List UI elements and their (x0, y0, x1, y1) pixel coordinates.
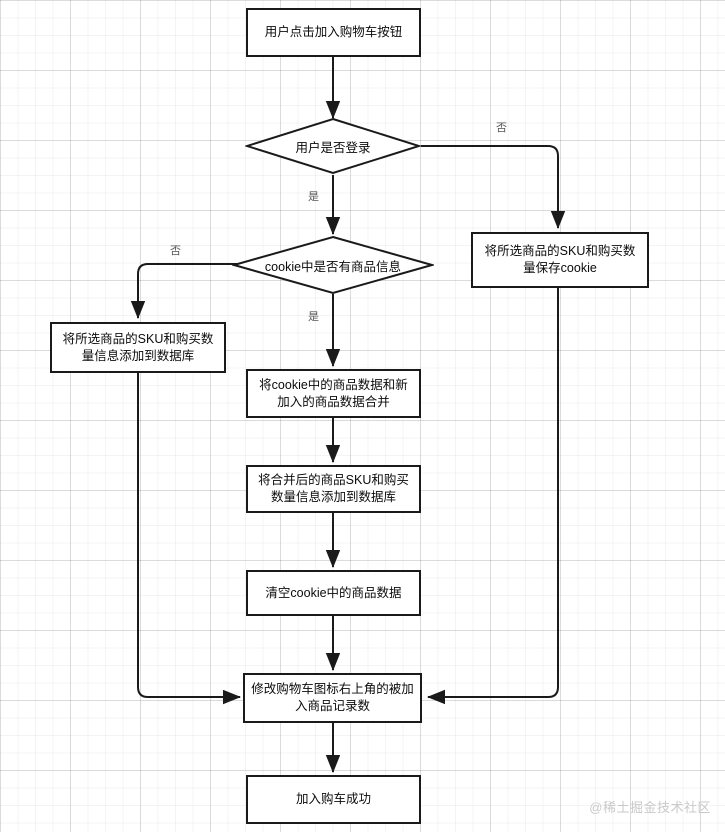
node-success[interactable]: 加入购车成功 (246, 775, 421, 824)
node-merge[interactable]: 将cookie中的商品数据和新加入的商品数据合并 (246, 369, 421, 418)
node-start-label: 用户点击加入购物车按钮 (264, 25, 403, 40)
edge-has-cookie-no-to-add-db (130, 263, 245, 319)
node-update-badge[interactable]: 修改购物车图标右上角的被加入商品记录数 (243, 673, 422, 723)
node-save-cookie-label: 将所选商品的SKU和购买数量保存cookie (484, 244, 636, 275)
edge-add-db-to-update-badge (137, 373, 241, 705)
edge-label-login-no: 否 (496, 122, 507, 134)
node-clear-cookie[interactable]: 清空cookie中的商品数据 (246, 570, 421, 616)
node-clear-cookie-label: 清空cookie中的商品数据 (265, 585, 402, 600)
node-success-label: 加入购车成功 (295, 792, 371, 807)
node-has-cookie[interactable]: cookie中是否有商品信息 (230, 235, 436, 295)
edge-save-cookie-to-update-badge (427, 288, 559, 705)
node-start[interactable]: 用户点击加入购物车按钮 (246, 8, 421, 57)
edge-label-cookie-no: 否 (170, 245, 181, 257)
watermark: @稀土掘金技术社区 (589, 800, 711, 815)
node-add-merged-db-label: 将合并后的商品SKU和购买数量信息添加到数据库 (258, 473, 409, 504)
edge-label-login-yes: 是 (308, 191, 319, 203)
edge-is-login-no-to-save-cookie (421, 145, 566, 229)
node-merge-label: 将cookie中的商品数据和新加入的商品数据合并 (259, 377, 408, 409)
node-add-merged-db[interactable]: 将合并后的商品SKU和购买数量信息添加到数据库 (246, 465, 421, 513)
decision-shape (230, 235, 436, 295)
node-is-login[interactable]: 用户是否登录 (243, 117, 423, 175)
edge-label-cookie-yes: 是 (308, 311, 319, 323)
decision-shape (243, 117, 423, 175)
node-add-db[interactable]: 将所选商品的SKU和购买数量信息添加到数据库 (50, 322, 226, 373)
node-update-badge-label: 修改购物车图标右上角的被加入商品记录数 (251, 682, 414, 713)
node-save-cookie[interactable]: 将所选商品的SKU和购买数量保存cookie (471, 232, 649, 288)
node-add-db-label: 将所选商品的SKU和购买数量信息添加到数据库 (62, 331, 214, 363)
